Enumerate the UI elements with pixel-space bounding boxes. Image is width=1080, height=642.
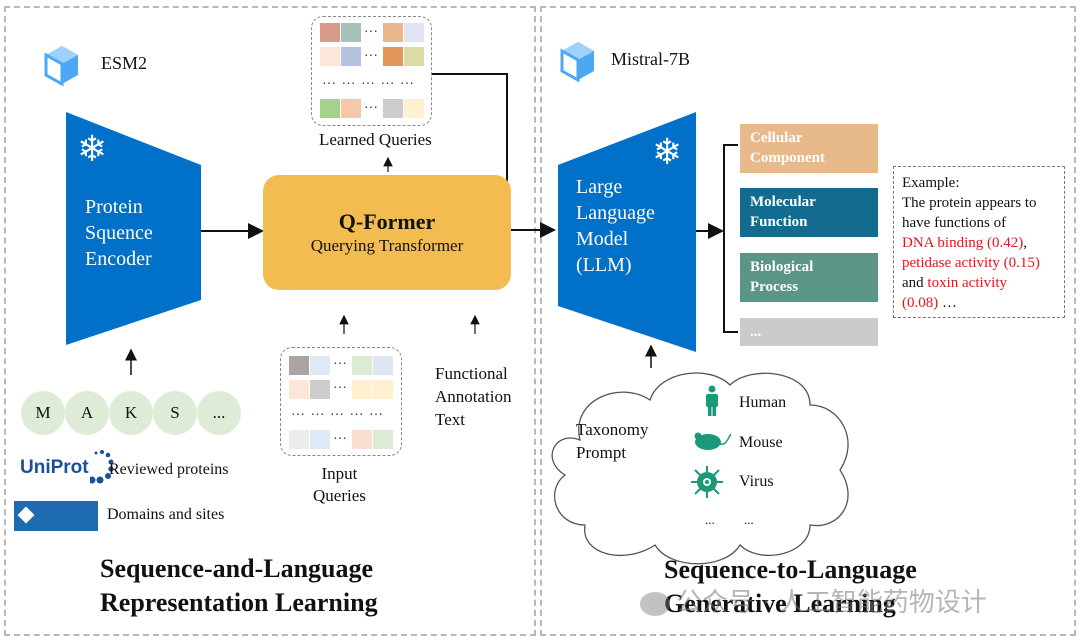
uniprot-caption: Reviewed proteins xyxy=(109,461,229,478)
qformer-block: Q-Former Querying Transformer xyxy=(263,175,511,290)
uniprot-dots-icon xyxy=(88,449,114,485)
snowflake-icon: ❄ xyxy=(77,129,108,170)
representation-learning-title: Sequence-and-Language Representation Lea… xyxy=(100,554,378,617)
example-output-box: Example: The protein appears to have fun… xyxy=(893,166,1065,318)
category-biological-process: Biological Process xyxy=(740,253,878,302)
cube-icon xyxy=(44,46,78,86)
interpro-diamond-icon xyxy=(17,506,35,524)
mistral-label: Mistral-7B xyxy=(611,49,690,69)
mouse-icon xyxy=(694,432,732,450)
llm-label: Large Language Model (LLM) xyxy=(576,176,655,276)
prediction-petidase-activity: petidase activity (0.15) xyxy=(902,255,1040,271)
learned-queries-label: Learned Queries xyxy=(319,130,432,149)
prediction-toxin-activity: toxin activity xyxy=(927,275,1007,291)
input-queries-label: Input Queries xyxy=(313,464,366,505)
human-icon xyxy=(706,385,718,416)
esm2-label: ESM2 xyxy=(101,53,148,73)
interpro-caption: Domains and sites xyxy=(107,506,225,523)
input-queries-grid: … … … … … … … … xyxy=(280,347,402,456)
token-a: A xyxy=(65,391,109,435)
learned-queries-grid: … … … … … … … … xyxy=(311,16,432,126)
wechat-icon xyxy=(640,591,670,616)
interpro-logo: InterPro xyxy=(14,501,98,555)
snowflake-icon: ❄ xyxy=(652,132,683,173)
generative-learning-panel xyxy=(540,6,1076,636)
generative-learning-title: Sequence-to-Language Generative Learning xyxy=(664,555,917,618)
cube-icon xyxy=(560,42,594,82)
taxonomy-cloud xyxy=(551,372,849,565)
functional-annotation-label: Functional Annotation Text xyxy=(435,364,512,429)
taxonomy-more-2: ... xyxy=(744,512,754,527)
uniprot-logo: UniProt xyxy=(20,450,114,484)
taxonomy-virus: Virus xyxy=(739,473,774,490)
token-s: S xyxy=(153,391,197,435)
token-k: K xyxy=(109,391,153,435)
qformer-title: Q-Former xyxy=(338,209,436,234)
protein-encoder xyxy=(66,112,201,345)
llm-block xyxy=(558,112,696,352)
token-ellipsis: ... xyxy=(197,391,241,435)
watermark: 公众号 · 人工智能药物设计 xyxy=(640,582,987,619)
taxonomy-mouse: Mouse xyxy=(739,434,783,451)
category-cellular-component: Cellular Component xyxy=(740,124,878,173)
taxonomy-prompt-label: Taxonomy Prompt xyxy=(576,420,649,462)
category-molecular-function: Molecular Function xyxy=(740,188,878,237)
encoder-label: Protein Squence Encoder xyxy=(85,196,153,270)
token-m: M xyxy=(21,391,65,435)
qformer-subtitle: Querying Transformer xyxy=(310,236,464,255)
representation-learning-panel xyxy=(4,6,536,636)
virus-icon xyxy=(691,466,723,498)
taxonomy-human: Human xyxy=(739,394,787,411)
prediction-dna-binding: DNA binding (0.42) xyxy=(902,235,1024,251)
taxonomy-more-1: ... xyxy=(705,512,715,527)
category-more: ... xyxy=(740,318,878,346)
